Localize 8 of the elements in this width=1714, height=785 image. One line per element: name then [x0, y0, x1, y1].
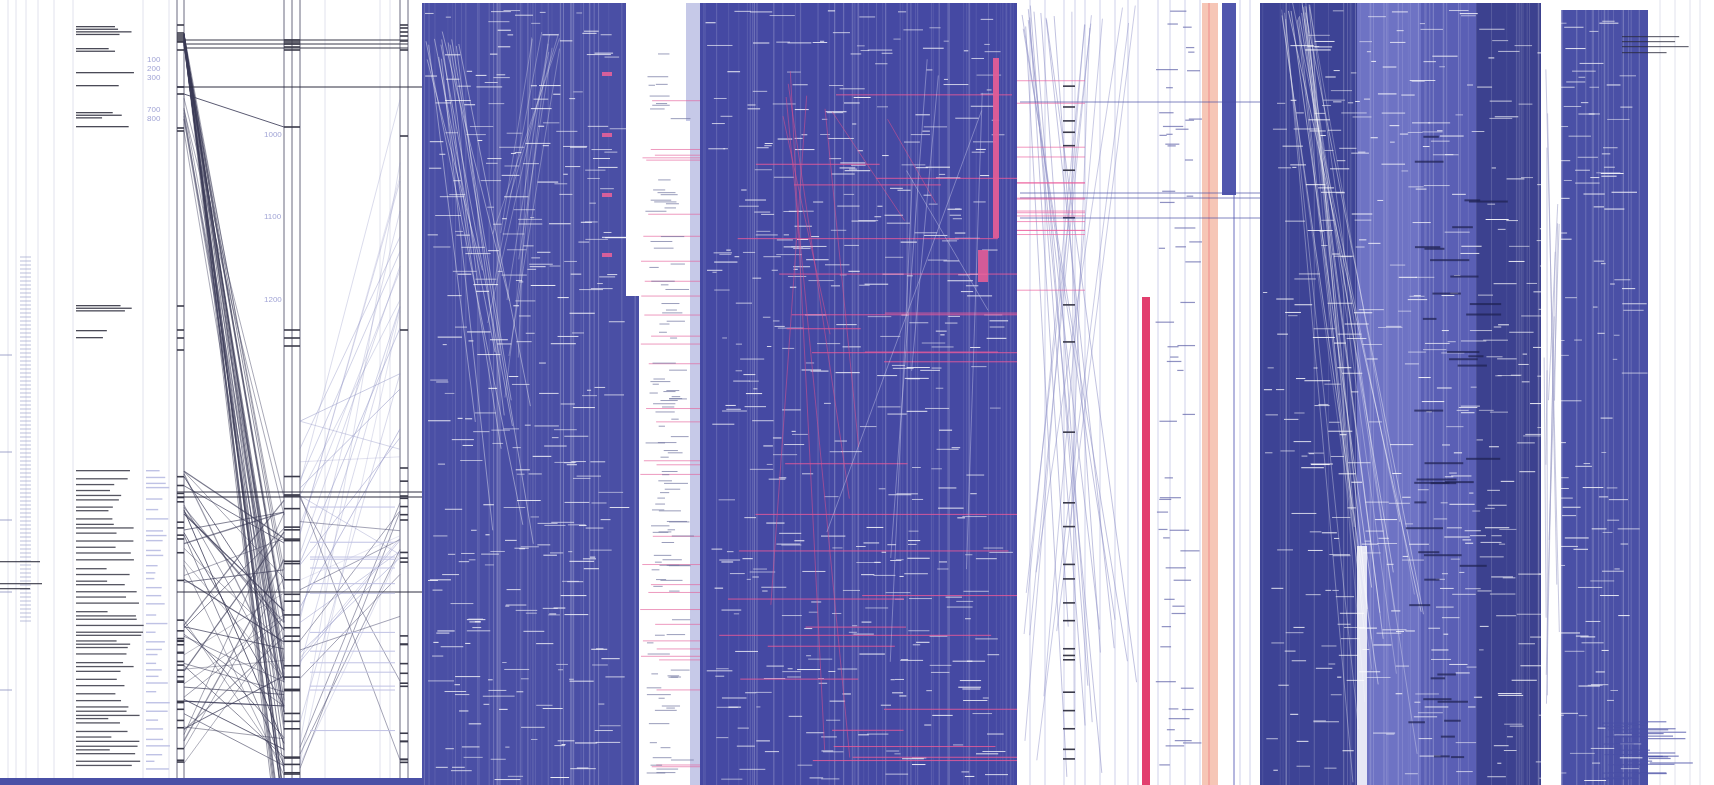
year-label: 1100 [263, 213, 283, 221]
year-label: 700 [146, 106, 162, 114]
year-label: 200 [146, 65, 162, 73]
year-label: 300 [146, 74, 162, 82]
year-label: 100 [146, 56, 162, 64]
year-label: 800 [146, 115, 162, 123]
year-label: 1200 [263, 296, 283, 304]
year-label: 1000 [263, 131, 283, 139]
